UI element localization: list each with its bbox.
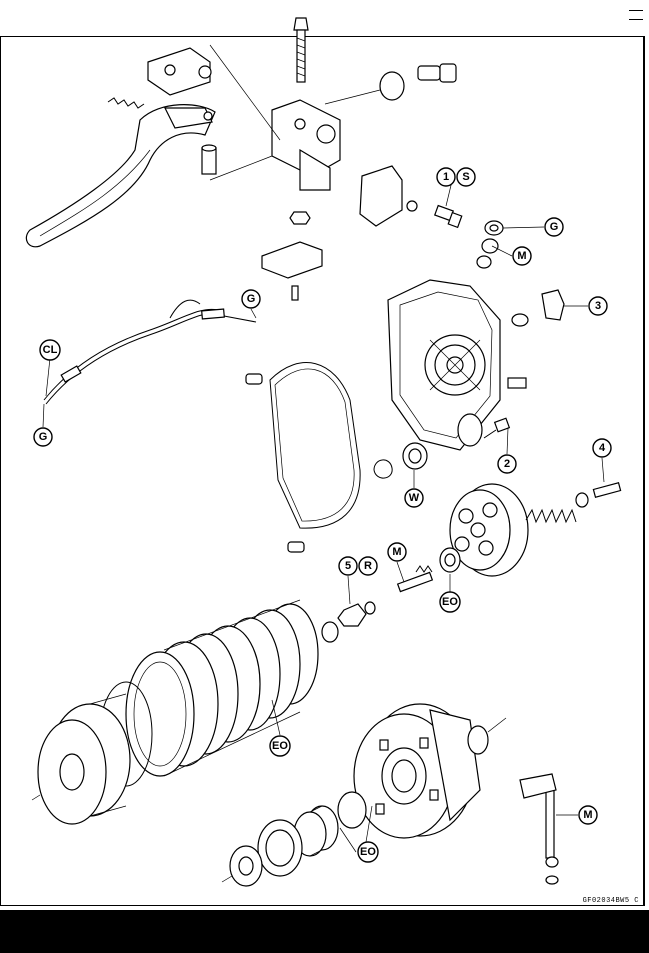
callout-1: 1 xyxy=(436,167,456,187)
svg-text:M: M xyxy=(392,546,401,558)
svg-text:G: G xyxy=(39,431,48,443)
svg-text:W: W xyxy=(409,492,420,504)
pusher-assembly xyxy=(396,547,461,593)
clutch-cable xyxy=(43,299,257,405)
clutch-springs-bolts xyxy=(525,482,622,524)
holder-bolt xyxy=(293,17,309,83)
svg-text:5: 5 xyxy=(345,560,351,572)
svg-text:EO: EO xyxy=(360,846,376,858)
svg-text:EO: EO xyxy=(272,740,288,752)
svg-text:EO: EO xyxy=(442,596,458,608)
callout-eo-pusher: EO xyxy=(439,591,461,613)
callout-eo-bearing: EO xyxy=(357,841,379,863)
circlip xyxy=(373,459,393,479)
figure-code: GF02034BW5 C xyxy=(582,897,639,905)
thrust-washer-right xyxy=(467,717,507,755)
callout-5: 5 xyxy=(338,556,358,576)
callout-w: W xyxy=(404,488,424,508)
pressure-plate xyxy=(449,483,529,577)
callout-eo-plates: EO xyxy=(269,735,291,757)
adjuster xyxy=(379,63,457,101)
callout-4: 4 xyxy=(592,438,612,458)
oil-pump-gear xyxy=(257,819,303,877)
oil-level-nuts xyxy=(476,220,504,269)
svg-text:G: G xyxy=(550,221,559,233)
svg-text:2: 2 xyxy=(504,458,510,470)
callout-3: 3 xyxy=(588,296,608,316)
cover-oring-and-cap xyxy=(507,289,565,389)
needle-bearing-sleeve xyxy=(293,791,367,857)
page-corner-marks xyxy=(629,2,643,20)
svg-text:CL: CL xyxy=(43,344,58,356)
callout-cl: CL xyxy=(39,339,61,361)
callout-m-shaft: M xyxy=(578,805,598,825)
callout-g-top: G xyxy=(544,217,564,237)
clutch-cover xyxy=(387,279,501,451)
lever-holder xyxy=(271,99,341,225)
footer-bar xyxy=(0,910,649,953)
callout-m-pusher: M xyxy=(387,542,407,562)
clutch-switch xyxy=(261,241,323,301)
spring xyxy=(107,97,145,109)
clutch-hub xyxy=(31,693,131,825)
callout-m-top: M xyxy=(512,246,532,266)
callout-g-left: G xyxy=(33,427,53,447)
svg-text:1: 1 xyxy=(443,171,449,183)
cover-bolt xyxy=(483,417,511,439)
cover-gasket xyxy=(245,362,361,553)
clutch-lever xyxy=(25,104,216,248)
callout-r: R xyxy=(358,556,378,576)
lever-pivot-bracket xyxy=(147,47,213,129)
svg-text:3: 3 xyxy=(595,300,601,312)
svg-text:4: 4 xyxy=(599,442,606,454)
release-shaft xyxy=(519,773,559,885)
screw-s xyxy=(434,204,463,229)
svg-text:R: R xyxy=(364,560,372,572)
svg-text:M: M xyxy=(583,809,592,821)
svg-text:M: M xyxy=(517,250,526,262)
callout-g-cable: G xyxy=(241,289,261,309)
callout-s: S xyxy=(456,167,476,187)
hub-nut-washer xyxy=(321,601,376,643)
svg-text:S: S xyxy=(462,171,469,183)
collar xyxy=(201,144,217,175)
clutch-housing xyxy=(353,703,481,839)
oil-seal xyxy=(402,442,428,470)
holder-clamp xyxy=(359,165,418,227)
callout-2: 2 xyxy=(497,454,517,474)
friction-plates xyxy=(125,599,319,777)
callout-leaders xyxy=(42,176,605,853)
leader-lines-lever xyxy=(209,44,381,181)
diagram-frame xyxy=(0,36,645,906)
svg-text:G: G xyxy=(247,293,256,305)
thrust-washer-left xyxy=(221,845,263,887)
